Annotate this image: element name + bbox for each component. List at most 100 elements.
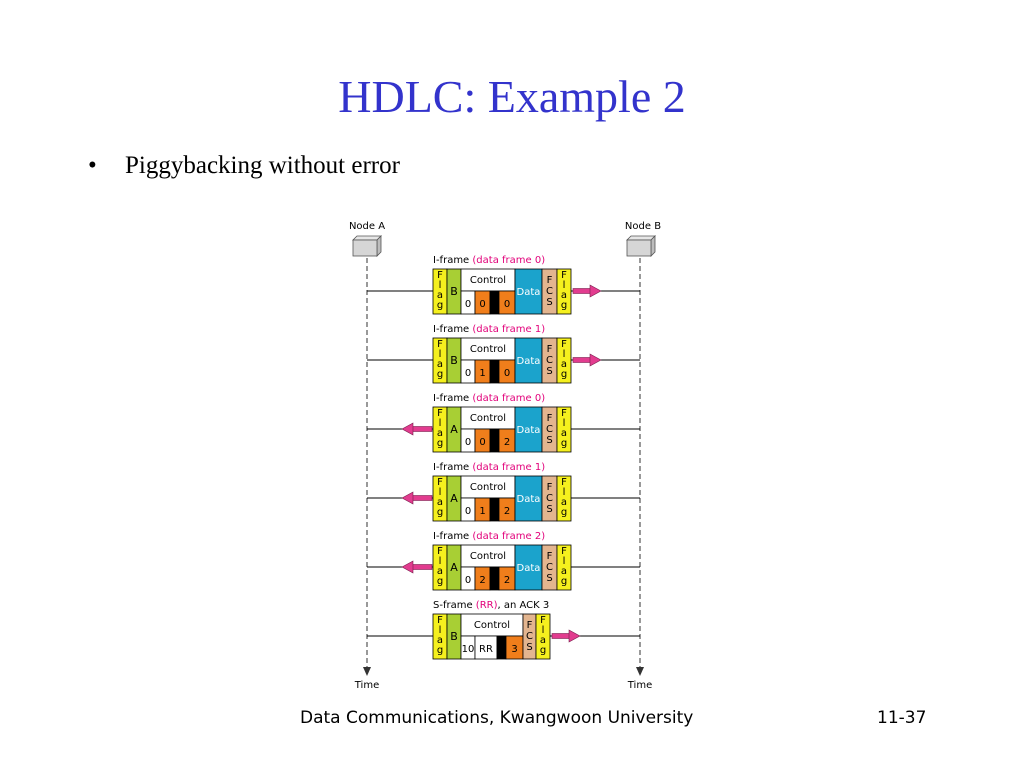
caption-detail: (data frame 0) — [472, 393, 545, 404]
direction-arrow-left — [401, 491, 433, 505]
frame-caption: I-frame (data frame 1) — [433, 324, 545, 335]
letter: F — [547, 275, 553, 286]
arrow-head — [589, 284, 602, 298]
letter: F — [437, 477, 443, 488]
letter: g — [561, 438, 567, 449]
control-ns-value: 2 — [479, 575, 485, 586]
caption-type: I-frame — [433, 393, 472, 404]
address-value: B — [450, 630, 458, 643]
letter: F — [437, 339, 443, 350]
control-pf-bit — [489, 290, 500, 315]
data-label: Data — [517, 287, 541, 298]
direction-arrow-left — [401, 422, 433, 436]
letter: F — [561, 408, 567, 419]
arrow-shaft — [411, 495, 433, 501]
letter: C — [546, 355, 553, 366]
caption-type: I-frame — [433, 531, 472, 542]
letter: S — [546, 435, 552, 446]
control-nr-value: 2 — [504, 437, 510, 448]
footer-page-number: 11-37 — [877, 708, 927, 728]
address-value: A — [450, 492, 458, 505]
control-ns-value: 0 — [479, 437, 485, 448]
control-code-value: RR — [479, 644, 493, 655]
letter: g — [437, 300, 443, 311]
letter: S — [526, 642, 532, 653]
control-label: Control — [470, 413, 506, 424]
frame-caption: I-frame (data frame 0) — [433, 393, 545, 404]
letter: F — [547, 344, 553, 355]
letter: l — [439, 418, 442, 429]
letter: l — [439, 487, 442, 498]
control-label: Control — [470, 551, 506, 562]
frame-caption: I-frame (data frame 0) — [433, 255, 545, 266]
letter: g — [437, 507, 443, 518]
letter: a — [437, 290, 443, 301]
letter: S — [546, 366, 552, 377]
data-field — [514, 475, 543, 522]
letter: a — [437, 635, 443, 646]
arrow-shaft — [572, 357, 592, 363]
letter: F — [437, 408, 443, 419]
letter: l — [439, 556, 442, 567]
letter: F — [547, 413, 553, 424]
letter: a — [437, 428, 443, 439]
control-pf-bit — [489, 428, 500, 453]
letter: S — [546, 573, 552, 584]
node-b-icon — [626, 235, 656, 257]
letter: l — [563, 556, 566, 567]
arrow-head — [568, 629, 581, 643]
caption-type: I-frame — [433, 462, 472, 473]
control-nr-value: 2 — [504, 506, 510, 517]
timeline-b-arrowhead — [636, 667, 644, 676]
control-nr-value: 3 — [511, 644, 517, 655]
letter: a — [561, 497, 567, 508]
control-label: Control — [470, 482, 506, 493]
letter: g — [561, 576, 567, 587]
direction-arrow-right — [572, 284, 602, 298]
letter: a — [437, 497, 443, 508]
letter: a — [561, 359, 567, 370]
arrow-shaft — [411, 564, 433, 570]
letter: l — [439, 280, 442, 291]
arrow-head — [401, 560, 414, 574]
caption-detail: (data frame 0) — [472, 255, 545, 266]
node-b-label: Node B — [625, 221, 661, 232]
letter: C — [526, 631, 533, 642]
bullet-text: Piggybacking without error — [125, 152, 400, 179]
letter: F — [437, 270, 443, 281]
letter: a — [561, 428, 567, 439]
control-nr-value: 0 — [504, 368, 510, 379]
letter: F — [561, 270, 567, 281]
arrow-shaft — [411, 426, 433, 432]
letter: F — [561, 339, 567, 350]
footer-source: Data Communications, Kwangwoon Universit… — [300, 708, 694, 728]
control-nr-value: 2 — [504, 575, 510, 586]
frame-caption: I-frame (data frame 2) — [433, 531, 545, 542]
letter: C — [546, 286, 553, 297]
letter: g — [540, 645, 546, 656]
address-value: B — [450, 285, 458, 298]
direction-arrow-right — [572, 353, 602, 367]
control-pf-bit — [489, 359, 500, 384]
address-value: A — [450, 561, 458, 574]
letter: l — [563, 487, 566, 498]
caption-suffix: , an ACK 3 — [498, 600, 550, 611]
letter: F — [561, 477, 567, 488]
data-label: Data — [517, 425, 541, 436]
control-ns-value: 1 — [479, 506, 485, 517]
caption-detail: (data frame 1) — [472, 462, 545, 473]
letter: g — [561, 369, 567, 380]
control-pf-bit — [489, 497, 500, 522]
letter: l — [542, 625, 545, 636]
letter: C — [546, 424, 553, 435]
slide-title: HDLC: Example 2 — [338, 71, 686, 122]
letter: g — [437, 438, 443, 449]
control-ns-value: 0 — [479, 299, 485, 310]
caption-detail: (data frame 2) — [472, 531, 545, 542]
letter: a — [561, 290, 567, 301]
